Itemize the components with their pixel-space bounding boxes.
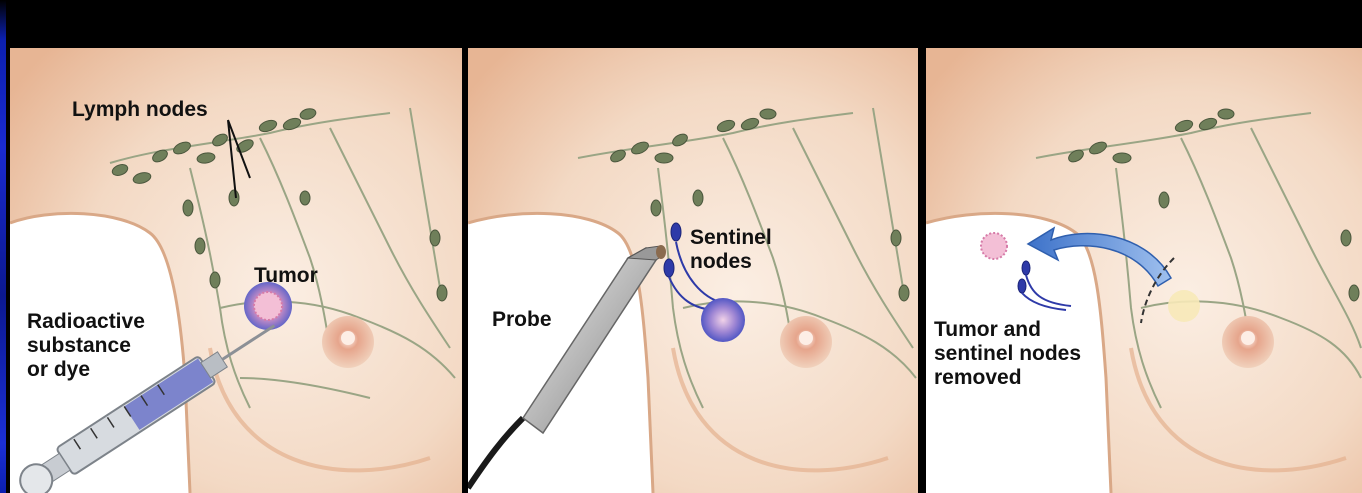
- left-blue-border: [0, 0, 6, 493]
- label-injection: Radioactive substance or dye: [27, 310, 145, 382]
- tumor-2: [701, 298, 745, 342]
- label-sentinel-nodes: Sentinel nodes: [690, 226, 772, 274]
- top-black-band: [0, 0, 1362, 46]
- label-lymph-nodes: Lymph nodes: [72, 98, 208, 122]
- label-tumor: Tumor: [254, 264, 318, 288]
- panel-injection: Lymph nodes Tumor Radioactive substance …: [10, 48, 462, 493]
- label-probe: Probe: [492, 308, 552, 332]
- panel-probe: Probe Sentinel nodes: [468, 48, 918, 493]
- removed-tumor: [981, 233, 1007, 259]
- panel-removed: Tumor and sentinel nodes removed: [926, 48, 1362, 493]
- panel-3-illustration: [926, 48, 1362, 493]
- label-removed: Tumor and sentinel nodes removed: [934, 318, 1081, 390]
